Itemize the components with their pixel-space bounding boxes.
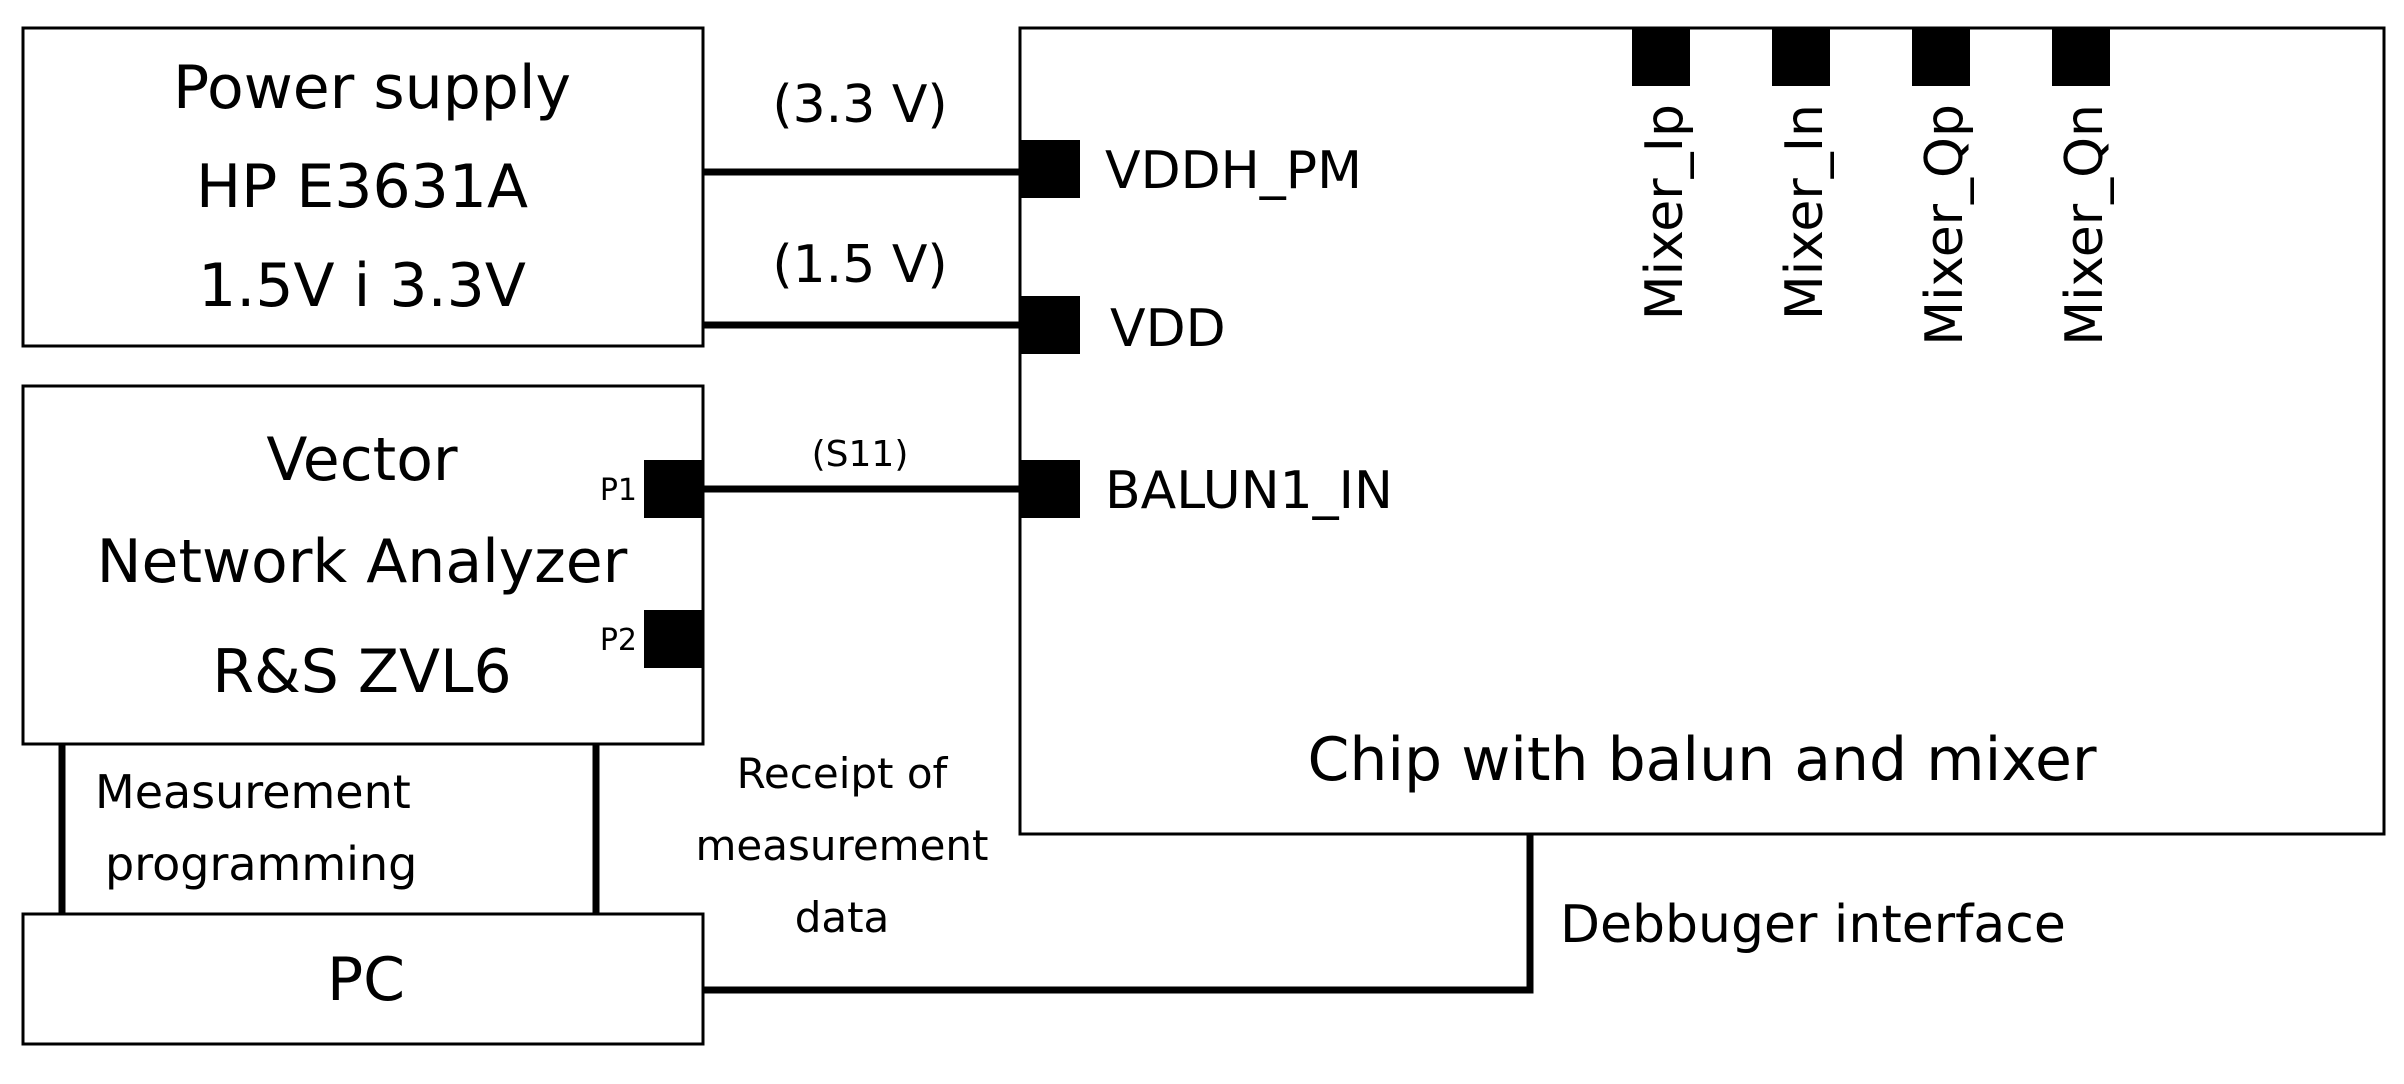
power-supply-model: HP E3631A bbox=[196, 152, 528, 222]
power-supply-voltages: 1.5V i 3.3V bbox=[198, 251, 526, 321]
pin-vdd-pad bbox=[1020, 296, 1080, 354]
mixer-qn-label: Mixer_Qn bbox=[2055, 104, 2115, 346]
mixer-qp-pad bbox=[1912, 28, 1970, 86]
label-s11: (S11) bbox=[812, 434, 909, 475]
vna-title-line1: Vector bbox=[266, 425, 458, 495]
pin-vddh-pad bbox=[1020, 140, 1080, 198]
power-supply-title: Power supply bbox=[173, 53, 571, 123]
pc-box bbox=[21, 912, 705, 1046]
vna-model: R&S ZVL6 bbox=[212, 637, 511, 707]
label-receipt-line2: measurement bbox=[695, 821, 988, 870]
mixer-qn-pad bbox=[2052, 28, 2110, 86]
pc-label: PC bbox=[327, 945, 405, 1015]
pin-balun-label: BALUN1_IN bbox=[1105, 461, 1393, 521]
label-receipt-line3: data bbox=[795, 893, 890, 942]
vna-port-p2 bbox=[644, 610, 704, 668]
vna-block: Vector Network Analyzer R&S ZVL6 P1 P2 bbox=[21, 384, 705, 746]
arrow-debugger-interface bbox=[702, 833, 1534, 994]
vna-port-p1 bbox=[644, 460, 704, 518]
vna-port-p2-label: P2 bbox=[600, 623, 637, 658]
power-supply-block: Power supply HP E3631A 1.5V i 3.3V bbox=[21, 26, 705, 348]
vna-title-line2: Network Analyzer bbox=[97, 527, 628, 597]
mixer-in-label: Mixer_In bbox=[1775, 104, 1835, 320]
label-3v3: (3.3 V) bbox=[772, 75, 947, 135]
mixer-qp-label: Mixer_Qp bbox=[1915, 104, 1975, 346]
mixer-ip-label: Mixer_Ip bbox=[1635, 104, 1695, 320]
label-1v5: (1.5 V) bbox=[772, 235, 947, 295]
vna-port-p1-label: P1 bbox=[600, 473, 637, 508]
chip-label: Chip with balun and mixer bbox=[1307, 725, 2096, 795]
pin-vddh-label: VDDH_PM bbox=[1105, 141, 1362, 201]
pc-block: PC bbox=[21, 912, 705, 1046]
label-measurement-programming-line2: programming bbox=[105, 837, 417, 891]
pin-balun-pad bbox=[1020, 460, 1080, 518]
chip-block: Chip with balun and mixer VDDH_PM VDD BA… bbox=[1018, 26, 2386, 836]
pin-vdd-label: VDD bbox=[1110, 299, 1226, 359]
chip-box bbox=[1018, 26, 2386, 836]
mixer-ip-pad bbox=[1632, 28, 1690, 86]
vna-box bbox=[21, 384, 705, 746]
label-debugger-interface: Debbuger interface bbox=[1560, 895, 2066, 955]
power-supply-box bbox=[21, 26, 705, 348]
mixer-in-pad bbox=[1772, 28, 1830, 86]
label-measurement-programming-line1: Measurement bbox=[95, 765, 411, 819]
label-receipt-line1: Receipt of bbox=[737, 749, 949, 798]
